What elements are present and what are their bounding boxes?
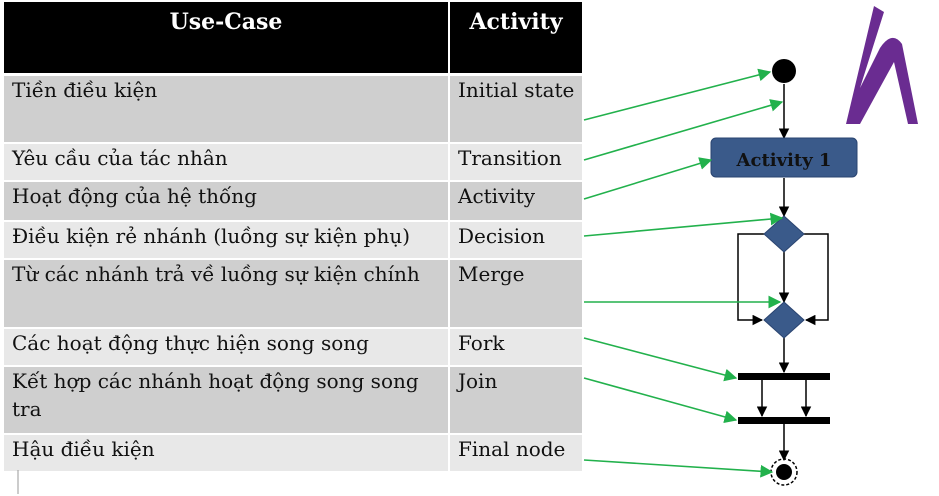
activity-cell: Transition: [450, 144, 582, 182]
header-activity: Activity: [450, 2, 582, 76]
activity-cell: Activity: [450, 182, 582, 222]
connector-fork: [583, 337, 738, 382]
connector-activity: [583, 157, 713, 200]
table-row: Các hoạt động thực hiện song song Fork: [4, 329, 582, 367]
connector-decision: [583, 212, 784, 237]
connector-initial: [583, 68, 772, 121]
mapping-table: Use-Case Activity Tiền điều kiện Initial…: [4, 2, 582, 473]
activity-cell: Merge: [450, 260, 582, 329]
table-row: Hậu điều kiện Final node: [4, 435, 582, 473]
h-letter-logo-icon: [846, 6, 918, 124]
usecase-cell: Hoạt động của hệ thống: [4, 182, 450, 222]
connector-join: [583, 377, 738, 424]
header-usecase: Use-Case: [4, 2, 450, 76]
initial-node: [772, 59, 796, 83]
connector-final: [583, 459, 774, 478]
table-row: Điều kiện rẻ nhánh (luồng sự kiện phụ) D…: [4, 222, 582, 260]
activity-cell: Join: [450, 367, 582, 435]
connector-transition: [583, 99, 784, 161]
usecase-cell: Kết hợp các nhánh hoạt động song song tr…: [4, 367, 450, 435]
table-row: Hoạt động của hệ thống Activity: [4, 182, 582, 222]
activity-cell: Initial state: [450, 76, 582, 144]
flow-lines: [737, 84, 829, 462]
activity-cell: Final node: [450, 435, 582, 473]
table-row: Yêu cầu của tác nhân Transition: [4, 144, 582, 182]
usecase-cell: Từ các nhánh trả về luồng sự kiện chính: [4, 260, 450, 329]
usecase-cell: Điều kiện rẻ nhánh (luồng sự kiện phụ): [4, 222, 450, 260]
table-row: Tiền điều kiện Initial state: [4, 76, 582, 144]
table-row: Từ các nhánh trả về luồng sự kiện chính …: [4, 260, 582, 329]
merge-node: [763, 301, 805, 339]
usecase-cell: Tiền điều kiện: [4, 76, 450, 144]
join-bar: [738, 417, 830, 424]
activity-cell: Fork: [450, 329, 582, 367]
usecase-cell: Các hoạt động thực hiện song song: [4, 329, 450, 367]
activity-node-label: Activity 1: [736, 150, 832, 171]
fork-bar: [738, 373, 830, 380]
table-header-row: Use-Case Activity: [4, 2, 582, 76]
activity-node: [710, 137, 858, 178]
usecase-cell: Yêu cầu của tác nhân: [4, 144, 450, 182]
decision-node: [763, 215, 805, 253]
table-row: Kết hợp các nhánh hoạt động song song tr…: [4, 367, 582, 435]
mapping-connectors: [583, 68, 784, 478]
usecase-cell: Hậu điều kiện: [4, 435, 450, 473]
final-node: [770, 458, 798, 486]
activity-cell: Decision: [450, 222, 582, 260]
